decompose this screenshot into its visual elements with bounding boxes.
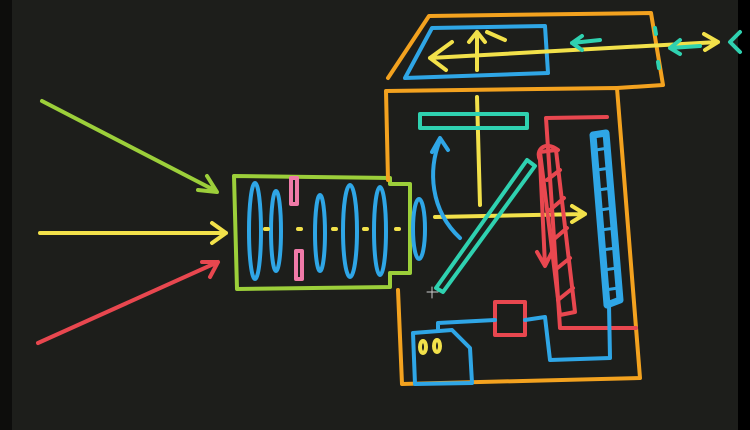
shutter-frame bbox=[544, 115, 638, 330]
cursor-crosshair bbox=[426, 286, 439, 299]
ray-yellow bbox=[38, 221, 228, 245]
lens-element bbox=[341, 183, 359, 279]
up-arrow bbox=[467, 30, 487, 72]
sensor-outline bbox=[589, 129, 624, 309]
mirror-flip-arrow bbox=[430, 136, 462, 240]
viewfinder-arrow bbox=[428, 32, 720, 72]
aperture-blades bbox=[289, 176, 304, 281]
battery-cells bbox=[418, 338, 442, 355]
lens-assembly bbox=[232, 174, 427, 291]
ray-red bbox=[36, 260, 220, 345]
circuit-wiring bbox=[436, 303, 612, 362]
eye-symbol bbox=[728, 30, 742, 54]
lens-element bbox=[411, 197, 427, 261]
lens-elements bbox=[247, 181, 427, 281]
eyepiece-dash bbox=[653, 26, 661, 70]
camera-body bbox=[384, 11, 665, 386]
lens-element bbox=[313, 193, 327, 273]
shutter-curtain bbox=[538, 148, 577, 317]
battery-cell bbox=[418, 339, 428, 355]
lens-element bbox=[247, 181, 263, 281]
incoming-rays bbox=[36, 99, 228, 345]
eye-arrow bbox=[570, 34, 602, 52]
eye-arrow bbox=[668, 38, 702, 56]
battery bbox=[411, 328, 474, 386]
body-outline bbox=[384, 86, 642, 386]
ray-to-sensor bbox=[433, 204, 587, 224]
aperture-blade-bottom bbox=[294, 249, 304, 281]
ray-green bbox=[40, 99, 219, 194]
viewfinder-housing bbox=[386, 11, 665, 90]
shutter-travel-arrow bbox=[535, 143, 560, 268]
right-border bbox=[738, 0, 750, 430]
left-border bbox=[0, 0, 12, 430]
image-sensor bbox=[589, 129, 624, 309]
battery-cell bbox=[432, 338, 442, 354]
prism-tick bbox=[485, 30, 507, 42]
lens-element bbox=[269, 189, 283, 273]
focusing-screen bbox=[418, 112, 529, 130]
sensor-hatching bbox=[594, 146, 620, 292]
lens-element bbox=[372, 185, 388, 277]
pentaprism bbox=[403, 24, 550, 80]
eyepiece-marks bbox=[570, 26, 742, 70]
aperture-blade-top bbox=[289, 176, 299, 206]
shutter bbox=[535, 115, 638, 330]
processor-chip bbox=[493, 300, 527, 337]
reflex-mirror bbox=[434, 158, 537, 294]
